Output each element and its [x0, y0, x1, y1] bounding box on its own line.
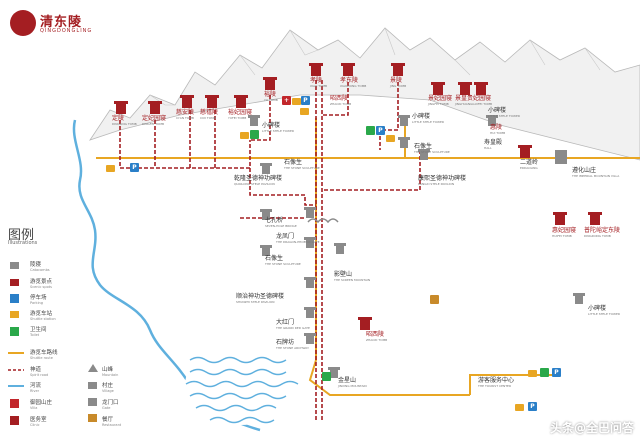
restaurant-icon: [430, 295, 439, 304]
brand-logo: 清东陵 QINGDONGLING: [10, 10, 130, 40]
parking-icon: P: [301, 96, 310, 105]
parking-icon: P: [130, 163, 139, 172]
legend-subtitle: Illustrations: [8, 240, 38, 246]
brand-title: 清东陵: [40, 15, 83, 30]
parking-icon: P: [376, 126, 385, 135]
brand-subtitle: QINGDONGLING: [40, 28, 93, 34]
restroom-icon: [322, 372, 331, 381]
legend-title: 图例: [8, 228, 35, 243]
bus-stop-icon: [240, 132, 249, 139]
parking-icon: P: [528, 402, 537, 411]
parking-icon: P: [552, 368, 561, 377]
watermark: 头条@全巴问答: [549, 421, 634, 435]
spirit-road: [119, 80, 421, 420]
bus-stop-icon: [292, 98, 301, 105]
legend-graphics: [8, 262, 98, 425]
restroom-icon: [540, 368, 549, 377]
mountain-range: [89, 27, 640, 161]
restroom-icon: [366, 126, 375, 135]
clinic-icon: +: [282, 96, 291, 105]
restroom-icon: [250, 130, 259, 139]
bus-stop-icon: [300, 108, 309, 115]
seven-hole-bridge: [307, 218, 339, 224]
bus-stop-icon: [528, 370, 537, 377]
bus-stop-icon: [386, 135, 395, 142]
lake: [185, 345, 299, 425]
logo-icon: [10, 10, 36, 36]
scenic-markers: [248, 115, 585, 378]
mountain-ridges: [149, 27, 601, 106]
bus-stop-icon: [106, 165, 115, 172]
bus-stop-icon: [515, 404, 524, 411]
tomb-markers: [114, 63, 602, 330]
